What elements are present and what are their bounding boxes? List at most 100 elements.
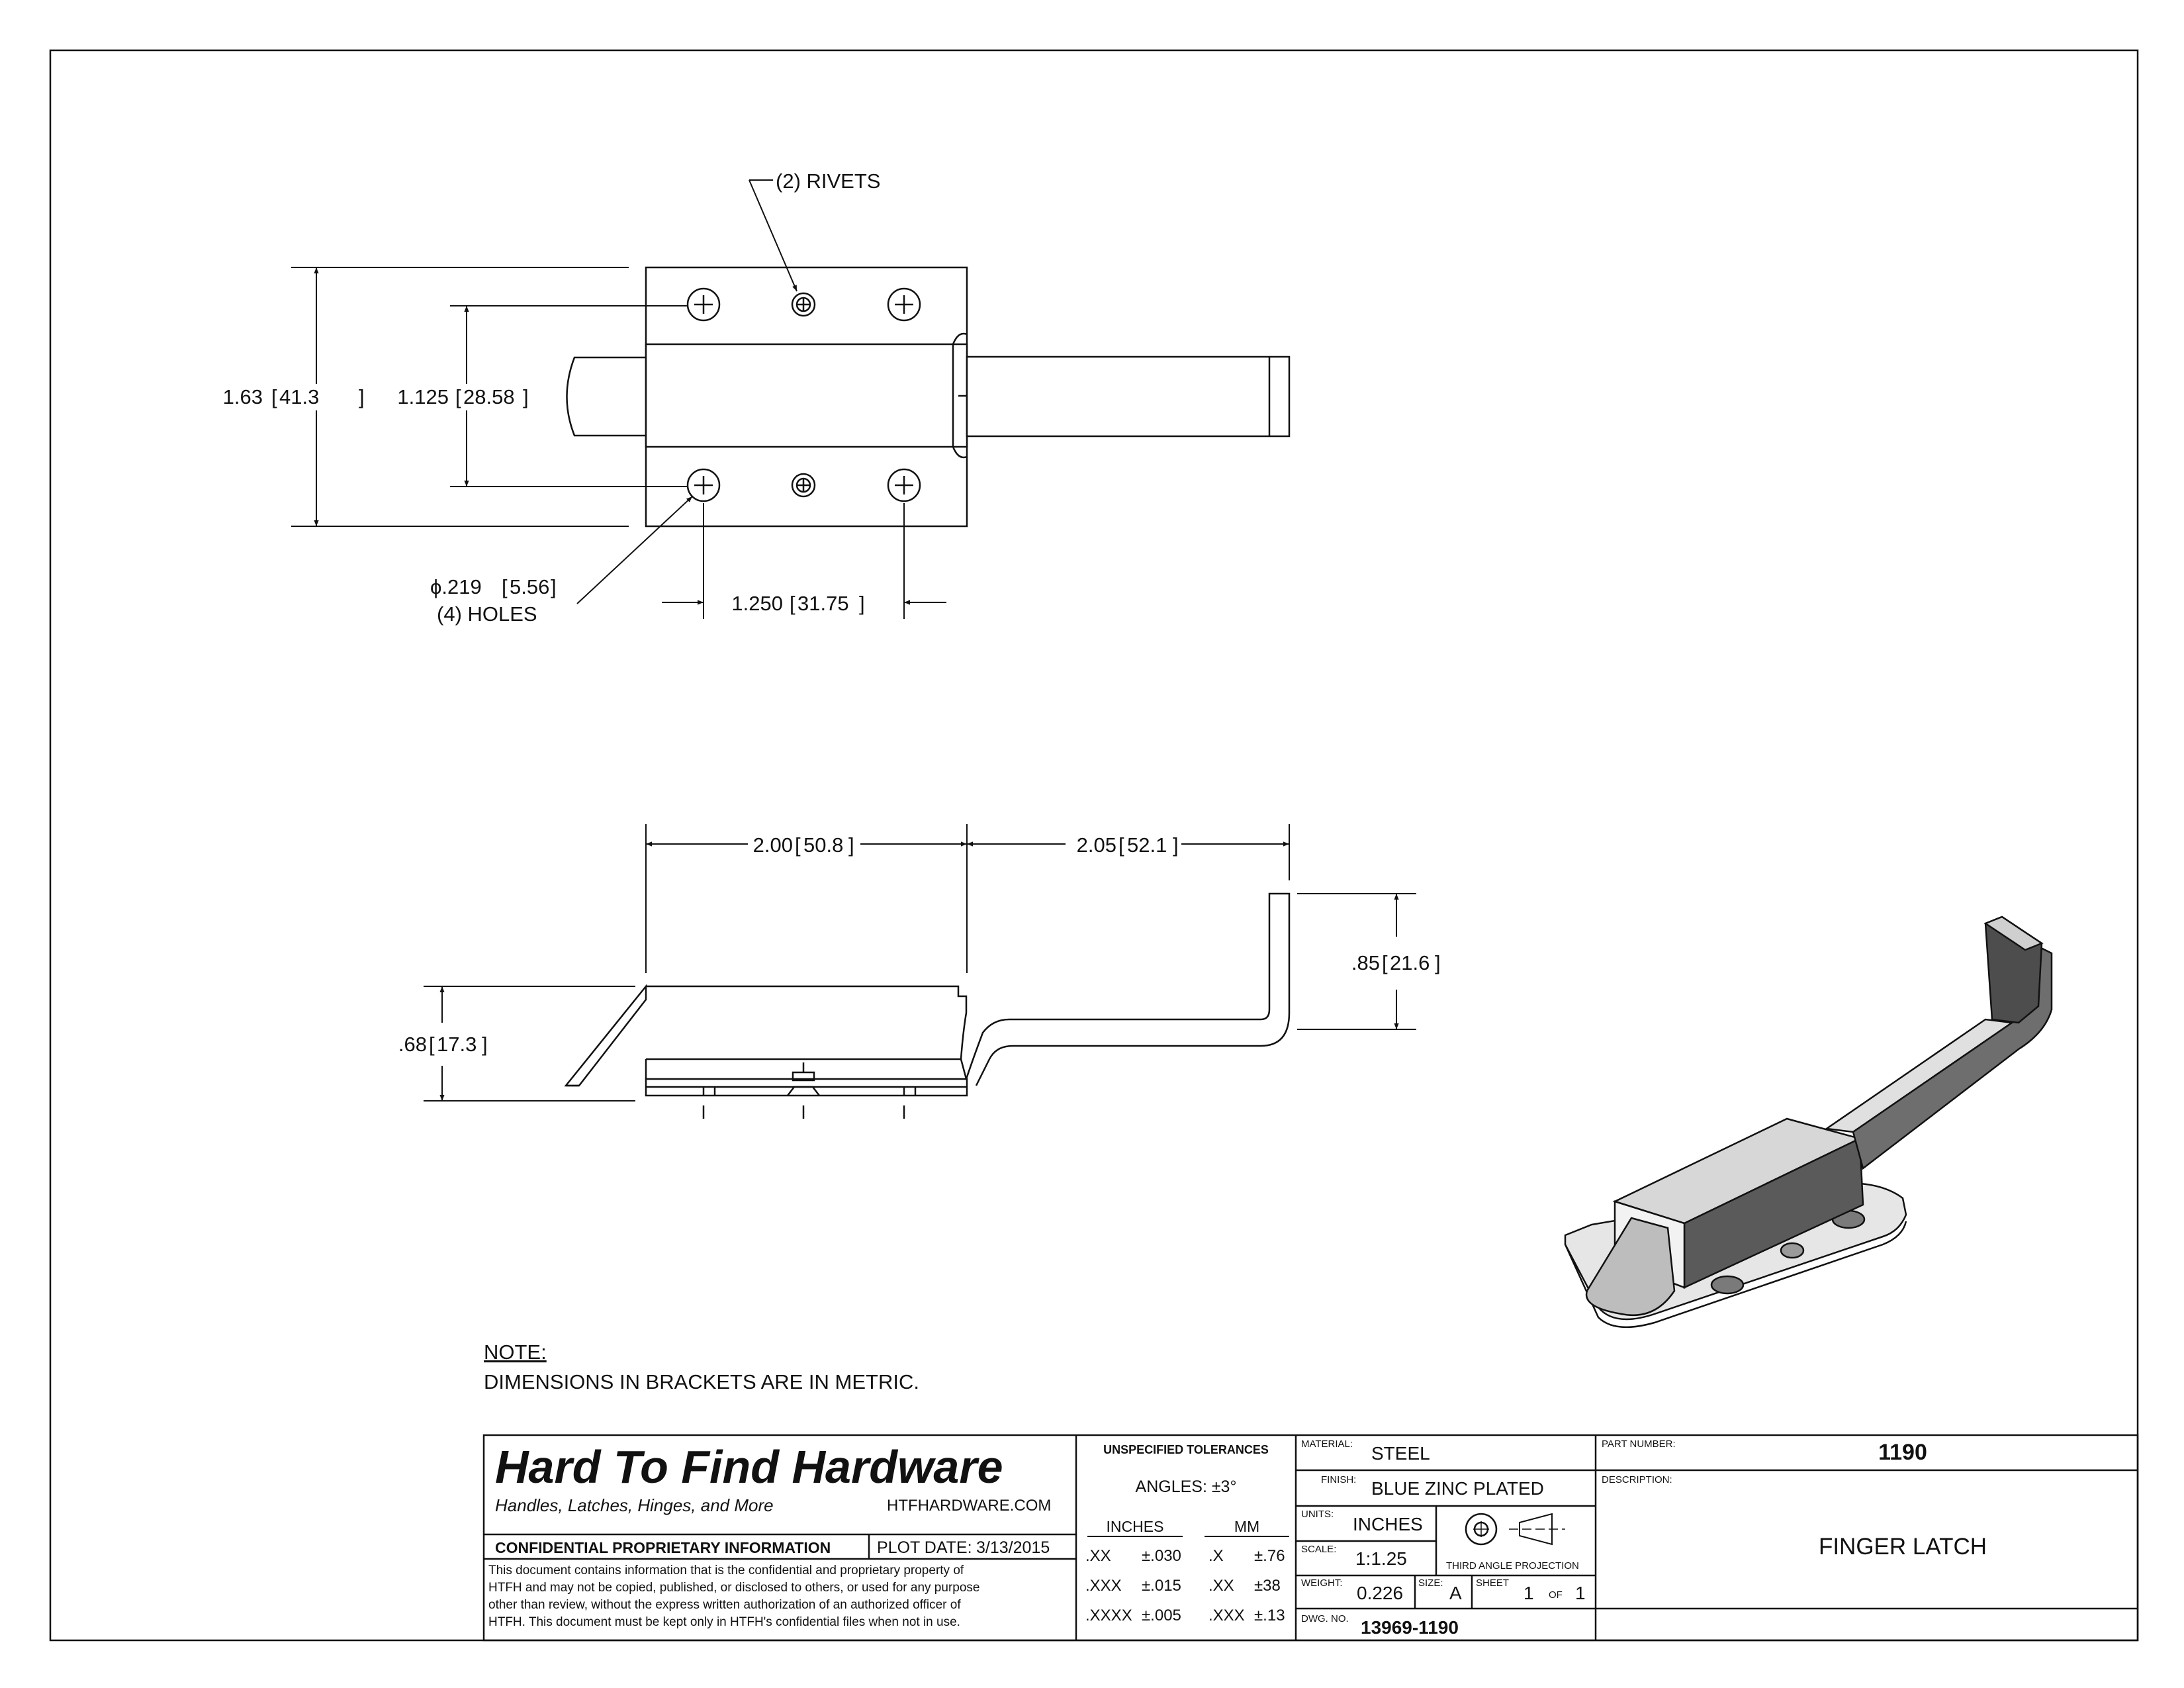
company-name: Hard To Find Hardware	[495, 1441, 1003, 1493]
scale-value: 1:1.25	[1355, 1548, 1407, 1569]
holes-count-callout: (4) HOLES	[437, 602, 537, 626]
holes-diameter-metric: 5.56	[510, 575, 549, 598]
tolerance-mm-value: ±.13	[1254, 1607, 1285, 1624]
description-label: DESCRIPTION:	[1602, 1474, 1672, 1485]
mounting-hole	[887, 468, 921, 502]
tolerance-inch-format: .XXXX	[1085, 1607, 1132, 1624]
handle-height-bracket-close: ]	[1435, 951, 1441, 974]
housing-side	[646, 985, 968, 1060]
weight-label: WEIGHT:	[1301, 1577, 1343, 1589]
confidential-line: HTFH. This document must be kept only in…	[488, 1615, 960, 1629]
material-value: STEEL	[1371, 1443, 1430, 1464]
tolerance-mm-value: ±.76	[1254, 1547, 1285, 1565]
confidential-line: This document contains information that …	[488, 1564, 964, 1577]
size-value: A	[1449, 1583, 1462, 1603]
sheet-total: 1	[1575, 1583, 1586, 1603]
iso-finger-lever	[1585, 1217, 1676, 1317]
plot-date-label: PLOT DATE:	[877, 1538, 972, 1557]
bolt-extension-dim-metric: 52.1	[1127, 833, 1167, 857]
handle-height-dim-metric: 21.6	[1390, 951, 1430, 974]
hole-spacing-vertical-dim-metric: 28.58	[463, 385, 515, 408]
tolerance-inch-format: .XX	[1085, 1547, 1111, 1565]
tolerances-heading: UNSPECIFIED TOLERANCES	[1103, 1443, 1269, 1456]
part-number-value: 1190	[1878, 1440, 1927, 1465]
weight-value: 0.226	[1357, 1583, 1403, 1603]
dwg-no-label: DWG. NO.	[1301, 1613, 1349, 1624]
sheet-of-label: OF	[1549, 1589, 1563, 1601]
bolt-extension-dim: 2.05	[1077, 833, 1116, 857]
company-tagline: Handles, Latches, Hinges, and More	[495, 1495, 774, 1515]
body-height-dim-metric: 17.3	[437, 1033, 477, 1056]
hole-spacing-vertical-dim: 1.125	[397, 385, 449, 408]
overall-height-dim-bracket-close: ]	[359, 385, 365, 408]
finish-value: BLUE ZINC PLATED	[1371, 1478, 1544, 1499]
handle-height-bracket: [	[1382, 951, 1388, 974]
scale-label: SCALE:	[1301, 1544, 1336, 1555]
tolerances-inches-heading: INCHES	[1107, 1518, 1164, 1535]
material-label: MATERIAL:	[1301, 1438, 1353, 1450]
projection-label: THIRD ANGLE PROJECTION	[1446, 1560, 1579, 1571]
tolerance-inch-format: .XXX	[1085, 1577, 1122, 1595]
overall-height-dim: 1.63	[223, 385, 263, 408]
bolt-knob-left	[566, 356, 650, 437]
note-block: NOTE: DIMENSIONS IN BRACKETS ARE IN METR…	[484, 1340, 919, 1393]
tolerance-mm-format: .X	[1208, 1547, 1224, 1565]
finger-lever-side	[564, 984, 647, 1087]
tolerances-mm-heading: MM	[1234, 1518, 1259, 1535]
body-length-bracket: [	[795, 833, 801, 857]
tolerance-mm-value: ±38	[1254, 1577, 1281, 1595]
body-height-bracket: [	[429, 1033, 435, 1056]
rivets-callout: (2) RIVETS	[776, 169, 880, 193]
tolerance-inch-value: ±.005	[1142, 1607, 1181, 1624]
rivet	[791, 292, 816, 317]
hole-spacing-horizontal-bracket-close: ]	[859, 592, 865, 615]
title-block	[482, 1434, 2139, 1642]
sheet-label: SHEET	[1476, 1577, 1509, 1589]
hole-spacing-horizontal-dim: 1.250	[731, 592, 783, 615]
tolerance-mm-format: .XXX	[1208, 1607, 1245, 1624]
note-text: DIMENSIONS IN BRACKETS ARE IN METRIC.	[484, 1370, 919, 1393]
housing-top	[645, 343, 968, 448]
isometric-view	[1564, 915, 2053, 1329]
mounting-hole	[686, 287, 721, 322]
side-view-dimensions	[424, 824, 1416, 1102]
confidential-heading: CONFIDENTIAL PROPRIETARY INFORMATION	[495, 1539, 831, 1556]
tolerance-inch-value: ±.030	[1142, 1547, 1181, 1565]
bolt-extension-bracket-close: ]	[1173, 833, 1179, 857]
units-label: UNITS:	[1301, 1509, 1334, 1520]
holes-diameter-bracket-close: ]	[551, 575, 557, 598]
iso-mounting-hole	[1710, 1275, 1745, 1295]
bolt-extension-bracket: [	[1118, 833, 1124, 857]
sheet-value: 1	[1524, 1583, 1534, 1603]
body-length-dim-metric: 50.8	[803, 833, 843, 857]
company-website: HTFHARDWARE.COM	[887, 1497, 1051, 1515]
mounting-hole	[887, 287, 921, 322]
iso-rivet	[1780, 1242, 1805, 1259]
body-length-dim: 2.00	[753, 833, 793, 857]
finish-label: FINISH:	[1321, 1474, 1356, 1485]
side-view-dimension-labels: 2.00 [ 50.8 ] 2.05 [ 52.1 ] .85 [ 21.6 ]…	[398, 833, 1441, 1056]
top-view-dimensions	[291, 179, 946, 619]
body-height-dim: .68	[398, 1033, 427, 1056]
handle-height-dim: .85	[1351, 951, 1380, 974]
mounting-hole	[686, 468, 721, 502]
overall-height-dim-bracket: [	[271, 385, 277, 408]
holes-diameter-bracket: [	[502, 575, 508, 598]
bolt-bar-top	[966, 355, 1291, 438]
units-value: INCHES	[1353, 1514, 1423, 1534]
confidential-line: other than review, without the express w…	[488, 1598, 961, 1612]
hole-spacing-horizontal-dim-metric: 31.75	[797, 592, 849, 615]
rivet	[791, 473, 816, 498]
title-block-text: Hard To Find Hardware Handles, Latches, …	[488, 1438, 1987, 1638]
part-number-label: PART NUMBER:	[1602, 1438, 1676, 1450]
hole-spacing-vertical-bracket-close: ]	[523, 385, 529, 408]
side-view	[564, 892, 1291, 1119]
hole-spacing-vertical-bracket: [	[455, 385, 461, 408]
bolt-bar-side	[960, 892, 1291, 1086]
note-heading: NOTE:	[484, 1340, 547, 1364]
tolerances-angles: ANGLES: ±3°	[1136, 1477, 1237, 1496]
size-label: SIZE:	[1418, 1577, 1443, 1589]
holes-diameter-callout: ϕ.219	[430, 575, 482, 598]
description-value: FINGER LATCH	[1819, 1534, 1987, 1560]
overall-height-dim-metric: 41.3	[279, 385, 319, 408]
